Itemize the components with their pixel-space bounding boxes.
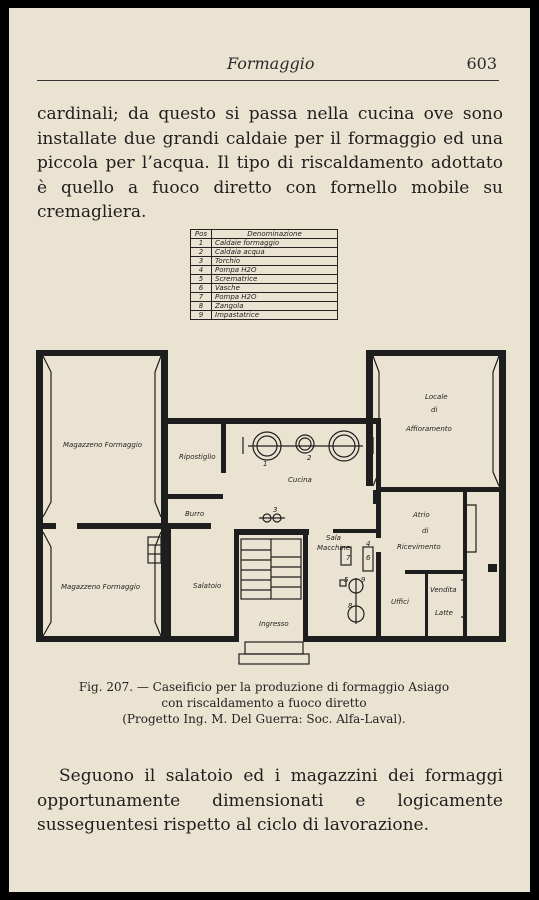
legend-pos: 8 [190, 301, 212, 311]
floor-plan: Magazzeno Formaggio Magazzeno Formaggio … [36, 350, 506, 665]
book-page: Formaggio 603 cardinali; da questo si pa… [9, 8, 530, 892]
paragraph-1: cardinali; da questo si passa nella cuci… [37, 104, 503, 222]
label-magazzeno-bottom: Magazzeno Formaggio [61, 583, 140, 591]
paragraph-2-text: Seguono il salatoio ed i magazzini dei f… [37, 766, 503, 835]
legend-pos: 3 [190, 256, 212, 266]
item-number: 8 [348, 602, 353, 610]
page-number: 603 [466, 54, 497, 73]
item-number: 5 [344, 576, 349, 584]
label-magazzeno-top: Magazzeno Formaggio [63, 441, 142, 449]
legend-name: Caldaia acqua [211, 247, 338, 257]
legend-name: Scrematrice [211, 274, 338, 284]
legend-name: Zangola [211, 301, 338, 311]
item-number: 2 [307, 454, 312, 462]
legend-name: Pompa H2O [211, 292, 338, 302]
legend-name: Vasche [211, 283, 338, 293]
legend-pos: 7 [190, 292, 212, 302]
caption-line-1: Fig. 207. — Caseificio per la produzione… [78, 680, 450, 694]
item-number: 9 [361, 576, 366, 584]
caption-line-3: (Progetto Ing. M. Del Guerra: Soc. Alfa-… [122, 712, 406, 726]
legend-header-row: Pos Denominazione [190, 229, 338, 239]
caption-line-2: con riscaldamento a fuoco diretto [161, 696, 367, 710]
item-number: 3 [273, 506, 277, 514]
legend-name: Torchio [211, 256, 338, 266]
label-salatoio: Salatoio [193, 582, 221, 590]
label-atrio-di: di [422, 527, 428, 535]
label-locale: Locale [425, 393, 448, 401]
label-vendita: Vendita [430, 586, 457, 594]
legend-name: Caldaie formaggio [211, 238, 338, 248]
item-number: 4 [366, 540, 370, 548]
item-number: 1 [263, 460, 267, 468]
running-head: Formaggio 603 [37, 52, 499, 81]
label-ingresso: Ingresso [259, 620, 289, 628]
item-number: 7 [346, 554, 351, 562]
running-head-title: Formaggio [227, 54, 315, 73]
label-burro: Burro [185, 510, 204, 518]
legend-pos: 1 [190, 238, 212, 248]
label-cucina: Cucina [288, 476, 312, 484]
legend-pos: 4 [190, 265, 212, 275]
legend-pos: 6 [190, 283, 212, 293]
label-latte: Latte [435, 609, 453, 617]
legend-header-name: Denominazione [211, 229, 338, 239]
legend-name: Impastatrice [211, 310, 338, 320]
label-atrio: Atrio [412, 511, 430, 519]
label-affioramento: Affioramento [405, 425, 452, 433]
label-uffici: Uffici [391, 598, 409, 606]
label-ripostiglio: Ripostiglio [179, 453, 216, 461]
label-ricevimento: Ricevimento [397, 543, 441, 551]
legend-pos: 2 [190, 247, 212, 257]
label-locale-di: di [431, 406, 437, 414]
legend-pos: 9 [190, 310, 212, 320]
item-number: 6 [366, 554, 371, 562]
figure-caption: Fig. 207. — Caseificio per la produzione… [29, 679, 499, 727]
legend-header-pos: Pos [190, 229, 212, 239]
paragraph-2: Seguono il salatoio ed i magazzini dei f… [37, 764, 503, 838]
legend-name: Pompa H2O [211, 265, 338, 275]
label-macchine: Macchine [317, 544, 350, 552]
legend-pos: 5 [190, 274, 212, 284]
label-sala: Sala [326, 534, 341, 542]
